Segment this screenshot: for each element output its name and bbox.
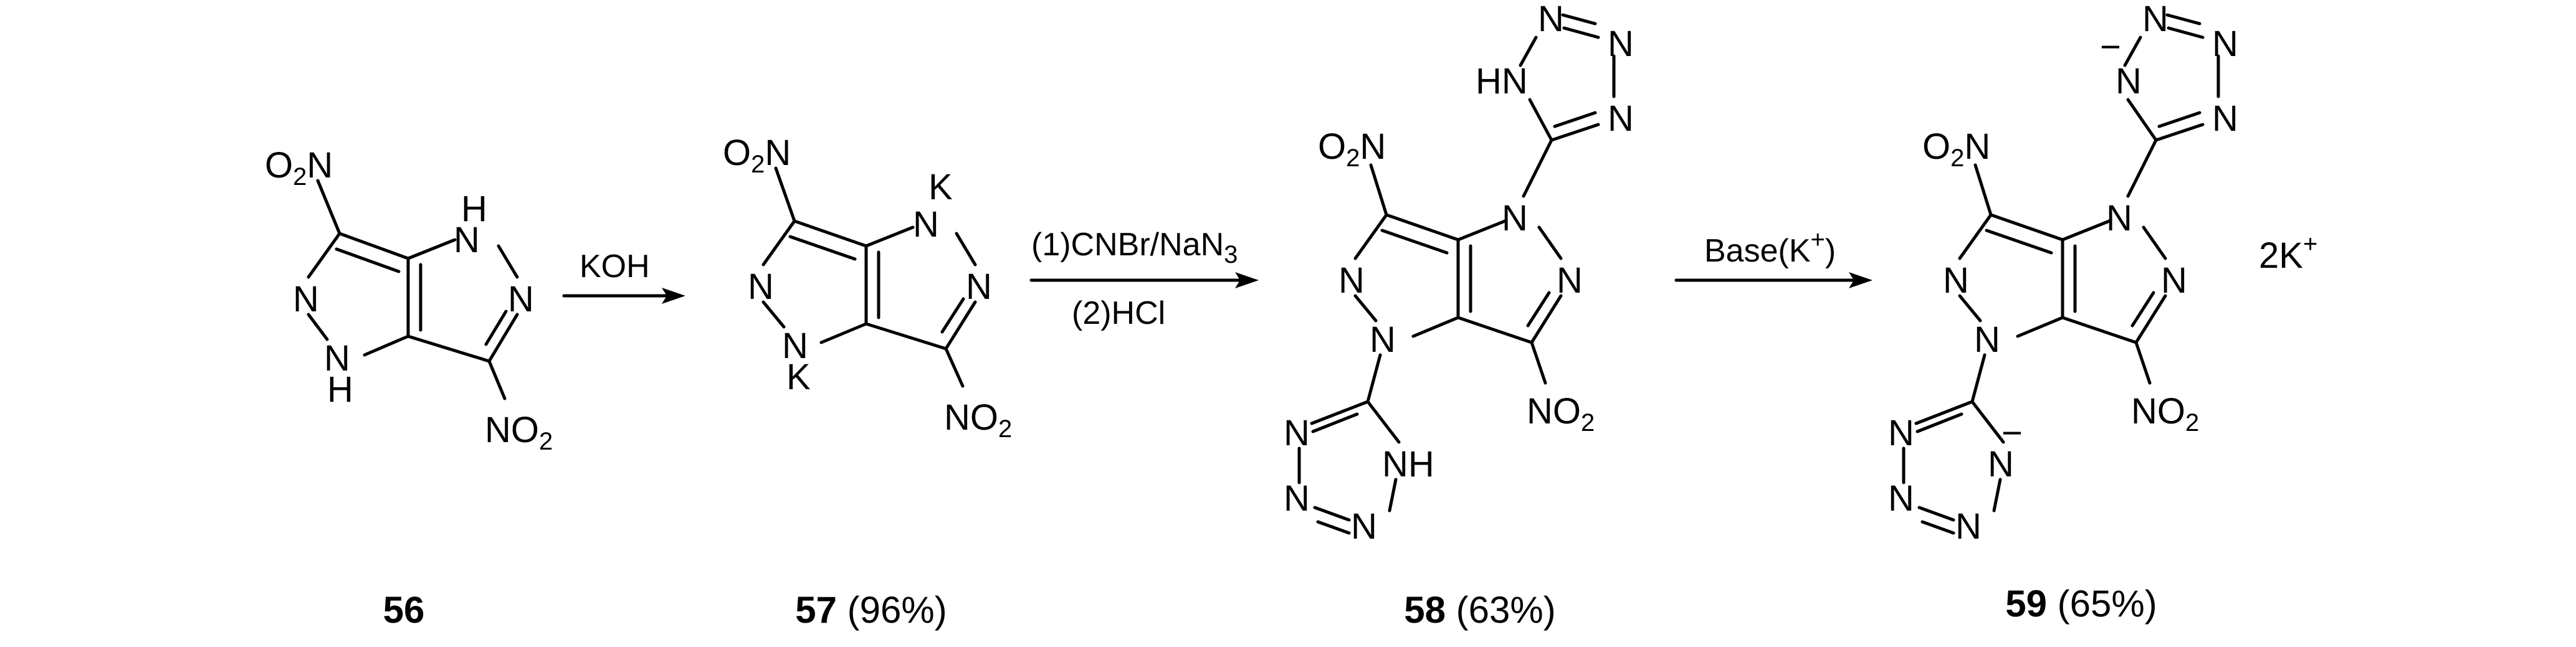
compound-59-nitro-upper: O2N: [1922, 126, 1990, 172]
compound-59-atom-n-right: N: [2161, 260, 2187, 301]
compound-59-atom-n-left: N: [1943, 260, 1969, 301]
compound-58-upper-tetrazole-hn: HN: [1476, 61, 1528, 102]
compound-58-lower-tetrazole-n3: N: [1351, 506, 1377, 547]
compound-57-atom-k-lower: K: [786, 357, 811, 397]
compound-56-atom-n-right: N: [508, 279, 534, 319]
compound-58-atom-n-lower: N: [1370, 319, 1396, 360]
compound-59-nitro-lower: NO2: [2131, 391, 2199, 437]
compound-59-upper-tetrazole-charge: −: [2100, 27, 2121, 67]
compound-59-atom-n-lower: N: [1974, 319, 2000, 360]
compound-56-nitro-upper: O2N: [265, 145, 333, 191]
compound-57-atom-n-upper: N: [913, 204, 939, 245]
compound-58-nitro-lower: NO2: [1527, 391, 1595, 437]
compound-59-lower-tetrazole-n1: N: [1888, 413, 1914, 453]
compound-59-upper-tetrazole-n1: N: [2212, 98, 2238, 139]
compound-58-lower-tetrazole-n2: N: [1284, 478, 1310, 519]
arrow-3-reagent: Base(K+): [1704, 226, 1836, 269]
compound-56-nitro-lower: NO2: [485, 410, 553, 455]
compound-59-atom-n-upper: N: [2106, 198, 2132, 238]
compound-58-structure: [1297, 13, 1616, 535]
compound-58-upper-tetrazole-n1: N: [1608, 98, 1634, 139]
compound-58-atom-n-upper: N: [1502, 198, 1528, 238]
reaction-arrow-2-head: [1235, 272, 1259, 288]
compound-56-atom-h-lower: H: [327, 369, 353, 410]
compound-59-lower-tetrazole-n2: N: [1888, 478, 1914, 519]
arrow-2-reagent-step-2: (2)HCl: [1072, 295, 1165, 331]
compound-59-lower-tetrazole-n3: N: [1955, 506, 1982, 547]
compound-58-lower-tetrazole-n1: N: [1284, 413, 1310, 453]
compound-57-atom-k-upper: K: [928, 167, 953, 207]
compound-59-upper-tetrazole-n-anion: N: [2116, 61, 2142, 102]
compound-label-56: 56: [383, 589, 425, 631]
counterion-label: 2K+: [2259, 230, 2317, 276]
compound-label-58: 58 (63%): [1404, 589, 1555, 631]
reaction-arrow-3-head: [1849, 272, 1872, 288]
compound-57-atom-n-right: N: [966, 267, 992, 307]
compound-59-lower-tetrazole-n-anion: N: [1988, 444, 2014, 484]
compound-56-structure: [307, 179, 519, 400]
compound-57-nitro-lower: NO2: [944, 397, 1012, 443]
compound-57-nitro-upper: O2N: [723, 133, 791, 178]
arrow-2-reagent-step-1: (1)CNBr/NaN3: [1031, 227, 1238, 268]
compound-58-lower-tetrazole-nh: NH: [1382, 444, 1434, 484]
compound-label-59: 59 (65%): [2005, 583, 2157, 625]
arrow-1-reagent: KOH: [580, 248, 650, 285]
compound-58-atom-n-left: N: [1338, 260, 1365, 301]
compound-59-upper-tetrazole-n2: N: [2212, 24, 2238, 64]
compound-59-lower-tetrazole-charge: −: [2001, 413, 2023, 453]
compound-56-atom-n-left: N: [293, 279, 319, 319]
compound-58-upper-tetrazole-n2: N: [1608, 24, 1634, 64]
compound-59-structure: [1902, 13, 2220, 535]
compound-label-57: 57 (96%): [795, 589, 947, 631]
compound-59-upper-tetrazole-n3: N: [2142, 0, 2168, 39]
compound-56-atom-nh-lower: N: [324, 338, 350, 379]
compound-57-atom-n-lower: N: [782, 326, 808, 366]
compound-58-nitro-upper: O2N: [1318, 126, 1386, 172]
compound-56-atom-h-upper: H: [461, 189, 487, 229]
compound-57-atom-n-left: N: [748, 267, 774, 307]
compound-56-atom-nh-upper: N: [454, 220, 480, 260]
reaction-arrow-1-head: [662, 288, 685, 304]
compound-58-upper-tetrazole-n3: N: [1538, 0, 1564, 39]
compound-57-structure: [761, 166, 977, 388]
compound-58-atom-n-right: N: [1557, 260, 1583, 301]
